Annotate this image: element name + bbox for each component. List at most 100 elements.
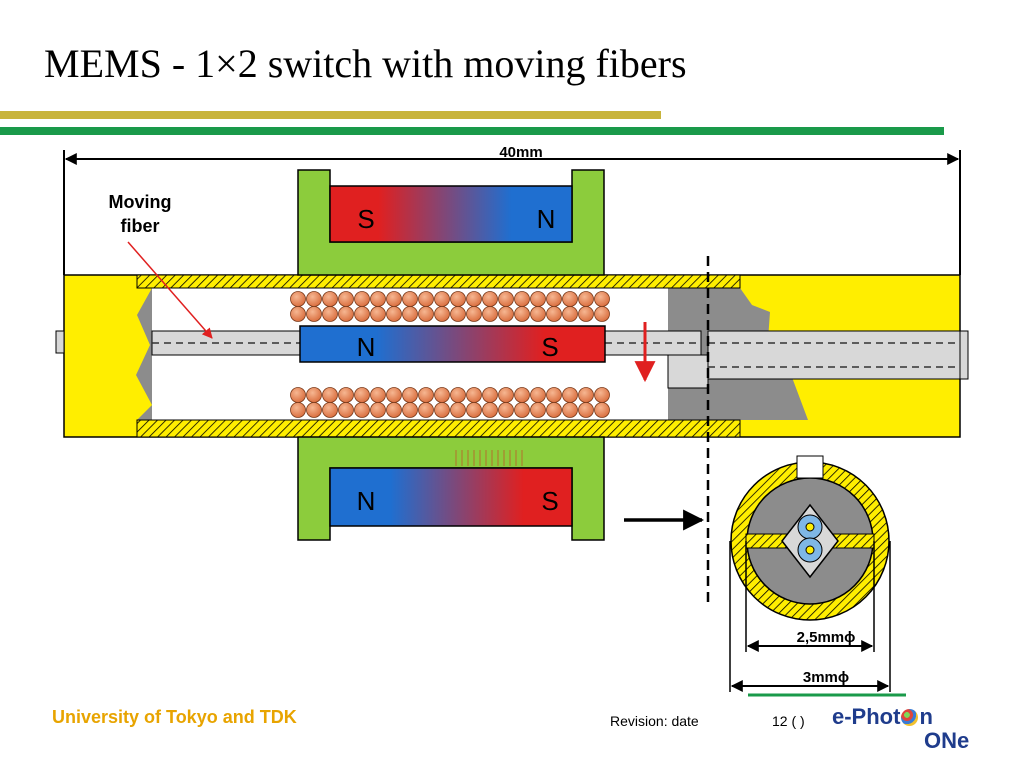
coil-turn xyxy=(354,402,370,418)
coil-turn xyxy=(562,291,578,307)
coil-turn xyxy=(322,402,338,418)
coil-turn xyxy=(402,402,418,418)
switch-diagram: 40mm S N N S N S Moving fiber xyxy=(55,144,969,697)
coil-turn xyxy=(578,402,594,418)
coil-turn xyxy=(530,291,546,307)
coil-turn xyxy=(450,402,466,418)
coil-turn xyxy=(578,306,594,322)
coil-turn xyxy=(530,306,546,322)
e-photon-one-logo: e-Phot n ONe xyxy=(832,704,992,760)
coil-turn xyxy=(466,291,482,307)
coil-turn xyxy=(482,402,498,418)
coil-turn xyxy=(418,306,434,322)
coil-turn xyxy=(594,387,610,403)
slide-title: MEMS - 1×2 switch with moving fibers xyxy=(44,41,687,86)
coil-turn xyxy=(370,402,386,418)
output-fibers xyxy=(707,330,965,380)
coil-turn xyxy=(562,306,578,322)
coil-turn xyxy=(386,402,402,418)
coil-turn xyxy=(338,402,354,418)
coil-turn xyxy=(466,306,482,322)
coil-turn xyxy=(434,402,450,418)
coil-turn xyxy=(594,291,610,307)
coil-turn xyxy=(498,402,514,418)
coil-turn xyxy=(402,387,418,403)
magnet-bottom-right-pole: S xyxy=(541,486,558,516)
coil-turn xyxy=(450,306,466,322)
logo-text-part1: e-Phot xyxy=(832,704,901,729)
coil-turn xyxy=(354,291,370,307)
coil-turn xyxy=(322,306,338,322)
magnet-center xyxy=(299,325,606,363)
coil-turn xyxy=(498,291,514,307)
coil-turn xyxy=(402,291,418,307)
coil-turn xyxy=(450,291,466,307)
coil-turn xyxy=(482,387,498,403)
coil-turn xyxy=(290,306,306,322)
coil-turn xyxy=(386,291,402,307)
coil-turn xyxy=(418,291,434,307)
footer-revision: Revision: date xyxy=(610,713,699,729)
coil-turn xyxy=(546,402,562,418)
input-ferrule xyxy=(55,330,65,354)
coil-turn xyxy=(418,402,434,418)
coil-turn xyxy=(290,387,306,403)
coil-turn xyxy=(306,306,322,322)
footer-page-number: 12 ( ) xyxy=(772,713,805,729)
dimension-outer-diameter: 3mmϕ xyxy=(729,541,891,692)
coil-turn xyxy=(498,387,514,403)
coil-turn xyxy=(306,402,322,418)
magnet-bottom xyxy=(329,467,573,527)
magnet-bottom-left-pole: N xyxy=(357,486,376,516)
coil-turn xyxy=(322,387,338,403)
coil-turn xyxy=(482,306,498,322)
coil-turn xyxy=(434,387,450,403)
magnet-center-right-pole: S xyxy=(541,332,558,362)
coil-turn xyxy=(578,291,594,307)
coil-turn xyxy=(546,291,562,307)
label-moving-fiber-line2: fiber xyxy=(120,216,159,236)
coil-turn xyxy=(482,291,498,307)
coil-turn xyxy=(466,387,482,403)
coil-turn xyxy=(322,291,338,307)
coil-turn xyxy=(386,306,402,322)
magnet-center-left-pole: N xyxy=(357,332,376,362)
magnet-top-right-pole: N xyxy=(537,204,556,234)
coil-turn xyxy=(354,387,370,403)
coil-turn xyxy=(338,291,354,307)
coil-winding-bottom xyxy=(290,387,610,418)
output-ferrule xyxy=(959,330,969,380)
logo-text-part3: ONe xyxy=(924,728,970,753)
coil-turn xyxy=(546,306,562,322)
dimension-40mm-label: 40mm xyxy=(499,144,542,161)
coil-turn xyxy=(370,306,386,322)
coil-turn xyxy=(514,291,530,307)
coil-turn xyxy=(562,402,578,418)
coil-turn xyxy=(434,291,450,307)
label-moving-fiber-line1: Moving xyxy=(109,192,172,212)
coil-turn xyxy=(354,306,370,322)
title-rule-green xyxy=(0,127,944,135)
coil-turn xyxy=(370,291,386,307)
dimension-outer-label: 3mmϕ xyxy=(803,669,849,686)
coil-turn xyxy=(514,306,530,322)
coil-turn xyxy=(338,387,354,403)
coil-turn xyxy=(578,387,594,403)
coil-turn xyxy=(594,402,610,418)
tube-wall-top xyxy=(136,274,741,289)
coil-turn xyxy=(530,402,546,418)
globe-icon xyxy=(901,709,919,726)
cross-section-view xyxy=(730,455,890,621)
coil-winding-top xyxy=(290,291,610,322)
magnet-top xyxy=(329,185,573,243)
coil-turn xyxy=(514,402,530,418)
coil-turn xyxy=(370,387,386,403)
coil-turn xyxy=(594,306,610,322)
coil-turn xyxy=(450,387,466,403)
coil-turn xyxy=(434,306,450,322)
logo-text-part2: n xyxy=(919,704,933,729)
coil-turn xyxy=(530,387,546,403)
coil-turn xyxy=(546,387,562,403)
coil-turn xyxy=(498,306,514,322)
moving-fiber-pointer xyxy=(127,241,213,339)
